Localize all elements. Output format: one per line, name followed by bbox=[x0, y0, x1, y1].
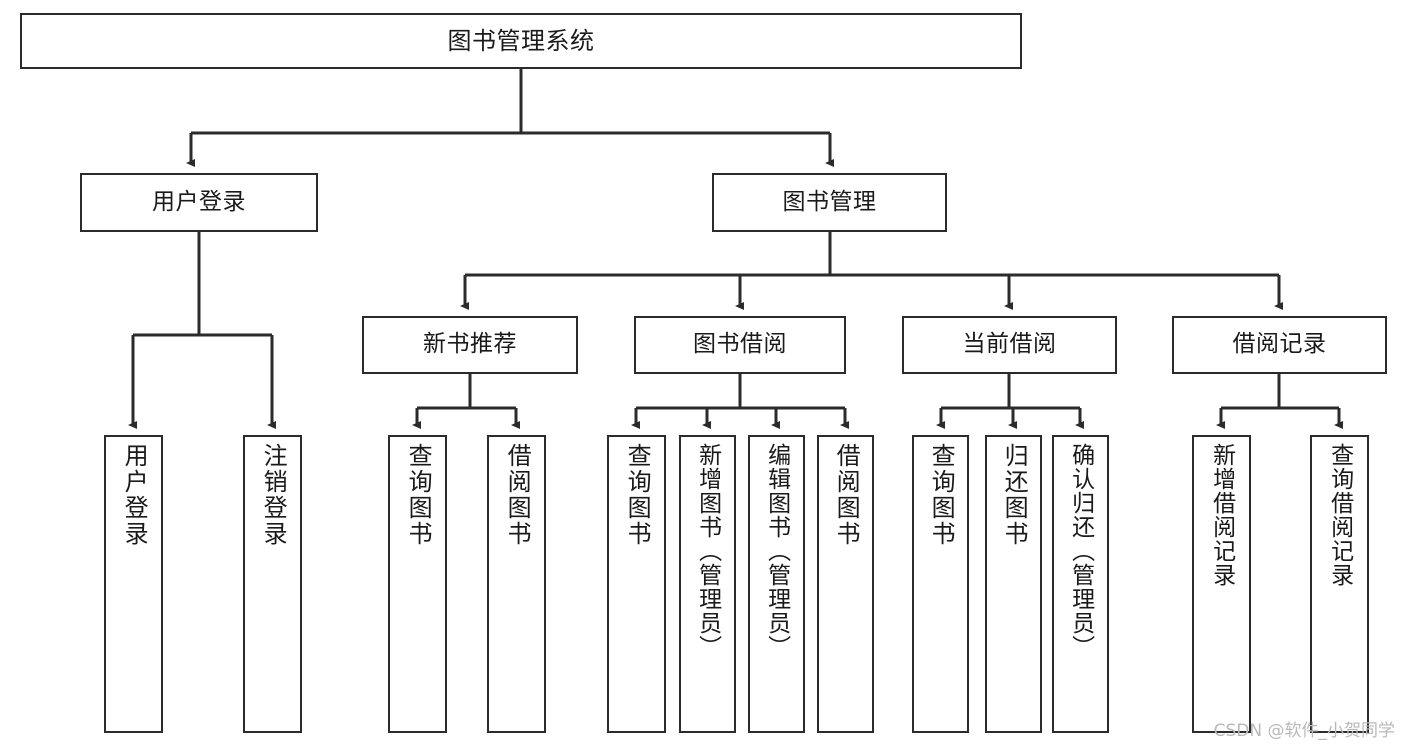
leaf-query-book-3[interactable]: 查询图书 bbox=[912, 435, 969, 733]
node-label: 查询图书 bbox=[927, 443, 956, 547]
node-current-borrow[interactable]: 当前借阅 bbox=[902, 316, 1117, 374]
node-label: 查询图书 bbox=[623, 443, 652, 547]
edges-book-borrow-to-leaves bbox=[631, 374, 849, 429]
node-label: 查询借阅记录 bbox=[1326, 443, 1353, 587]
csdn-watermark: CSDN @软件_小贺同学 bbox=[1213, 721, 1395, 741]
node-user-login[interactable]: 用户登录 bbox=[80, 173, 318, 232]
leaf-edit-book[interactable]: 编辑图书（管理员） bbox=[748, 435, 805, 733]
node-book-manage[interactable]: 图书管理 bbox=[712, 173, 947, 232]
leaf-query-book-1[interactable]: 查询图书 bbox=[388, 435, 447, 733]
leaf-confirm-return[interactable]: 确认归还（管理员） bbox=[1052, 435, 1109, 733]
node-label: 用户登录 bbox=[120, 443, 149, 547]
node-label: 图书借阅 bbox=[693, 331, 787, 358]
node-label: 当前借阅 bbox=[962, 331, 1057, 358]
node-label: 新增图书（管理员） bbox=[694, 443, 721, 659]
node-label: 确认归还（管理员） bbox=[1067, 443, 1094, 659]
node-label: 编辑图书（管理员） bbox=[763, 443, 790, 659]
edges-book-manage-to-level2 bbox=[460, 232, 1283, 310]
edges-root-to-level1 bbox=[186, 69, 834, 167]
node-borrow-record[interactable]: 借阅记录 bbox=[1172, 316, 1387, 374]
leaf-add-record[interactable]: 新增借阅记录 bbox=[1192, 435, 1251, 733]
node-label: 借阅图书 bbox=[503, 443, 532, 547]
node-book-borrow[interactable]: 图书借阅 bbox=[634, 316, 846, 374]
node-label: 用户登录 bbox=[152, 188, 246, 215]
edges-user-login-to-leaves bbox=[128, 232, 276, 429]
node-label: 借阅图书 bbox=[832, 443, 861, 547]
node-label: 图书管理 bbox=[782, 188, 877, 215]
node-new-book-recommend[interactable]: 新书推荐 bbox=[362, 316, 578, 374]
leaf-user-login[interactable]: 用户登录 bbox=[104, 435, 163, 733]
edges-new-book-rec-to-leaves bbox=[412, 374, 520, 429]
node-label: 归还图书 bbox=[1000, 443, 1029, 547]
node-root-system[interactable]: 图书管理系统 bbox=[20, 13, 1022, 69]
leaf-query-record[interactable]: 查询借阅记录 bbox=[1310, 435, 1369, 733]
node-label: 图书管理系统 bbox=[447, 26, 595, 55]
leaf-add-book[interactable]: 新增图书（管理员） bbox=[679, 435, 736, 733]
leaf-borrow-book-1[interactable]: 借阅图书 bbox=[487, 435, 546, 733]
leaf-return-book[interactable]: 归还图书 bbox=[985, 435, 1042, 733]
node-label: 查询图书 bbox=[404, 443, 433, 547]
leaf-borrow-book-2[interactable]: 借阅图书 bbox=[817, 435, 874, 733]
edges-current-borrow-to-leaves bbox=[936, 374, 1084, 429]
node-label: 注销登录 bbox=[259, 443, 288, 547]
leaf-query-book-2[interactable]: 查询图书 bbox=[607, 435, 666, 733]
edges-borrow-record-to-leaves bbox=[1216, 374, 1343, 429]
node-label: 新书推荐 bbox=[423, 331, 517, 358]
node-label: 借阅记录 bbox=[1232, 331, 1327, 358]
leaf-logout[interactable]: 注销登录 bbox=[243, 435, 302, 733]
node-label: 新增借阅记录 bbox=[1208, 443, 1235, 587]
